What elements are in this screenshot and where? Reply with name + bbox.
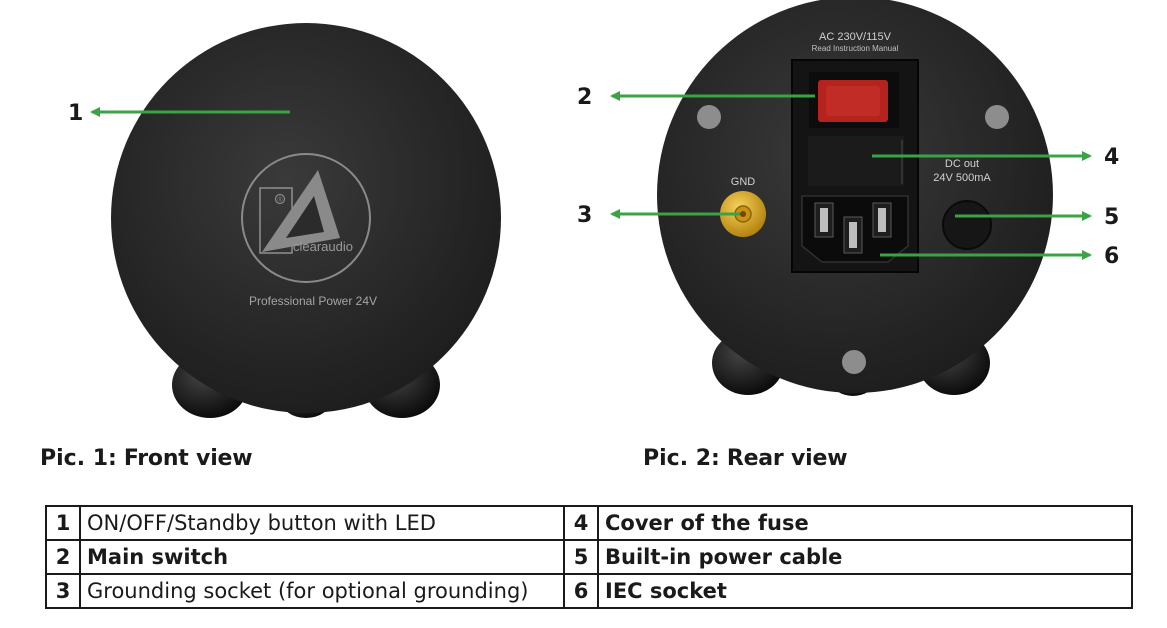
power-cable-grommet: [942, 200, 992, 250]
product-figure: ® clearaudio Professional Power 24V AC 2…: [68, 0, 1119, 418]
dc-out-spec: 24V 500mA: [933, 172, 991, 184]
caption-number: Pic. 2:: [643, 446, 720, 471]
legend-num: 6: [563, 573, 599, 609]
registered-mark: ®: [277, 196, 283, 204]
screw-left: [697, 105, 721, 129]
legend-text: Built-in power cable: [597, 539, 1133, 575]
callout-1: 1: [68, 101, 83, 126]
product-illustration: ® clearaudio Professional Power 24V AC 2…: [68, 0, 1119, 418]
legend-num: 4: [563, 505, 599, 541]
table-row: 1 ON/OFF/Standby button with LED 4 Cover…: [45, 505, 1133, 541]
caption-text: Front view: [123, 446, 253, 471]
callout-2: 2: [577, 85, 592, 110]
callout-3: 3: [577, 203, 592, 228]
caption-number: Pic. 1:: [40, 446, 117, 471]
legend-text: Cover of the fuse: [597, 505, 1133, 541]
clearaudio-logo: ® clearaudio: [241, 153, 371, 283]
callout-5: 5: [1104, 205, 1119, 230]
screw-bottom: [842, 350, 866, 374]
legend-num: 3: [45, 573, 81, 609]
gnd-label: GND: [731, 176, 756, 188]
callout-arrows: [90, 91, 1092, 260]
callout-6: 6: [1104, 244, 1119, 269]
legend-text: Grounding socket (for optional grounding…: [79, 573, 565, 609]
front-model-label: Professional Power 24V: [249, 294, 377, 308]
dc-out-label: DC out: [945, 158, 979, 170]
legend-text: ON/OFF/Standby button with LED: [79, 505, 565, 541]
callout-4: 4: [1104, 145, 1119, 170]
screw-right: [985, 105, 1009, 129]
caption-front-view: Pic. 1: Front view: [40, 446, 253, 471]
table-row: 2 Main switch 5 Built-in power cable: [45, 539, 1133, 575]
legend-text: Main switch: [79, 539, 565, 575]
caption-rear-view: Pic. 2: Rear view: [643, 446, 848, 471]
legend-text: IEC socket: [597, 573, 1133, 609]
brand-name: clearaudio: [293, 239, 353, 254]
front-view: ® clearaudio Professional Power 24V: [111, 23, 501, 418]
legend-num: 2: [45, 539, 81, 575]
caption-text: Rear view: [726, 446, 848, 471]
fuse-cover[interactable]: [808, 136, 904, 186]
voltage-label: AC 230V/115V: [819, 31, 892, 43]
table-row: 3 Grounding socket (for optional groundi…: [45, 573, 1133, 609]
rear-view: AC 230V/115V Read Instruction Manual GND…: [657, 0, 1053, 396]
legend-table: 1 ON/OFF/Standby button with LED 4 Cover…: [45, 505, 1133, 609]
legend-num: 5: [563, 539, 599, 575]
instruction-label: Read Instruction Manual: [812, 44, 899, 53]
legend-num: 1: [45, 505, 81, 541]
